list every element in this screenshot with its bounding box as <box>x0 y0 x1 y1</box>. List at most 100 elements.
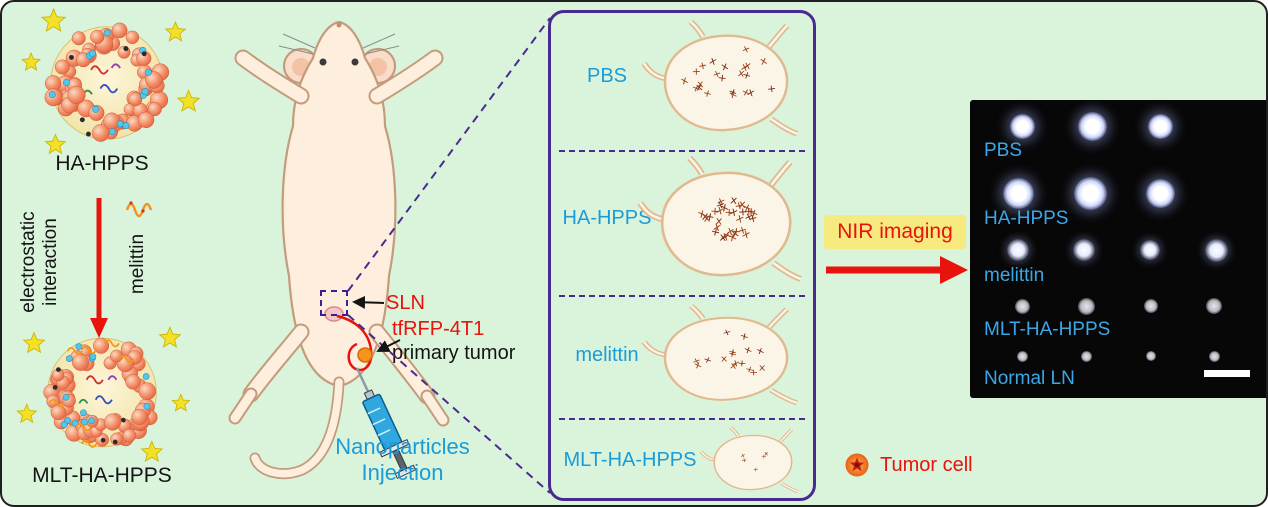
svg-text:+: + <box>697 59 709 72</box>
svg-text:x: x <box>695 81 703 93</box>
svg-text:+: + <box>721 327 734 339</box>
svg-text:x: x <box>740 451 746 459</box>
lymph-node-illustration: +x+x+x+x+x+x+x+x+x+x+x <box>641 19 799 137</box>
svg-text:x: x <box>679 74 690 87</box>
melittin-peptide-icon <box>125 201 153 218</box>
lymph-node-zoom-panel: PBS HA-HPPS melittin MLT-HA-HPPS +x+x+x+… <box>548 10 816 501</box>
svg-text:+: + <box>724 206 734 219</box>
svg-text:+: + <box>743 364 755 375</box>
svg-text:+: + <box>746 205 756 218</box>
svg-text:+: + <box>747 211 760 226</box>
ha-hpps-nanoparticle-illustration <box>20 7 201 155</box>
row-divider <box>559 418 805 420</box>
svg-text:x: x <box>746 86 756 99</box>
ln-blob <box>1002 177 1034 209</box>
svg-text:+: + <box>731 225 742 238</box>
svg-text:x: x <box>712 220 723 234</box>
svg-text:+: + <box>690 82 703 96</box>
svg-text:x: x <box>728 88 739 101</box>
scale-bar <box>1204 370 1250 377</box>
nir-imaging-tag: NIR imaging <box>824 215 966 249</box>
svg-text:x: x <box>743 60 752 72</box>
lymph-node-illustration: +x+x+x+x+x+x+x+x+x+x+x+x+x+x+x+x+x <box>637 155 802 282</box>
electrostatic-interaction-label: electrostatic interaction <box>18 182 66 342</box>
svg-text:x: x <box>714 203 726 217</box>
ln-blob <box>1144 299 1158 313</box>
svg-text:+: + <box>733 198 746 213</box>
ln-blob <box>1145 178 1175 208</box>
svg-text:+: + <box>726 347 738 358</box>
mlt-ha-hpps-nanoparticle-illustration <box>16 326 191 463</box>
ln-blob <box>1073 176 1107 210</box>
ln-row-label-mlt-ha-hpps: MLT-HA-HPPS <box>563 449 697 471</box>
svg-text:+: + <box>752 466 759 474</box>
svg-text:x: x <box>741 227 753 241</box>
ln-blob <box>1077 111 1107 141</box>
ln-blob <box>1016 350 1028 362</box>
svg-text:x: x <box>739 331 751 342</box>
svg-text:+: + <box>717 72 728 84</box>
ln-row-label-pbs: PBS <box>586 65 628 87</box>
svg-text:+: + <box>749 368 759 378</box>
svg-text:x: x <box>702 210 709 223</box>
svg-text:x: x <box>708 55 718 68</box>
cargo-molecules <box>78 375 118 405</box>
svg-text:x: x <box>719 231 727 244</box>
svg-text:+: + <box>743 205 754 218</box>
svg-text:x: x <box>730 358 741 369</box>
svg-text:x: x <box>720 354 727 364</box>
svg-text:+: + <box>704 210 716 224</box>
svg-text:x: x <box>740 61 750 74</box>
svg-text:x: x <box>704 212 711 225</box>
ha-hpps-label: HA-HPPS <box>55 152 149 175</box>
svg-text:+: + <box>761 453 767 460</box>
mouse-tail <box>249 376 345 479</box>
ln-blob <box>1009 113 1035 139</box>
ln-row-label-ha-hpps: HA-HPPS <box>562 207 652 229</box>
process-line2: interaction <box>39 218 61 306</box>
ln-blob <box>1208 350 1220 362</box>
svg-text:x: x <box>715 214 723 227</box>
svg-text:+: + <box>766 83 777 96</box>
sln-zoom-region-box <box>320 290 348 316</box>
svg-text:+: + <box>747 206 760 221</box>
svg-text:x: x <box>725 224 736 238</box>
svg-text:+: + <box>736 223 749 238</box>
ln-blob <box>1147 113 1173 139</box>
svg-text:x: x <box>720 229 730 243</box>
nir-label-ha-hpps: HA-HPPS <box>984 208 1069 229</box>
nir-image-panel: PBS HA-HPPS melittin MLT-HA-HPPS Normal … <box>970 100 1266 398</box>
svg-text:+: + <box>690 356 703 368</box>
nir-arrow-head <box>940 256 968 284</box>
ln-blob <box>1073 239 1095 261</box>
ln-blob <box>1206 298 1222 314</box>
svg-text:+: + <box>701 355 714 367</box>
svg-text:x: x <box>697 79 704 91</box>
nir-label-mlt-ha-hpps: MLT-HA-HPPS <box>984 319 1111 340</box>
svg-text:+: + <box>740 69 752 83</box>
row-divider <box>559 295 805 297</box>
ln-blob <box>1204 238 1228 262</box>
svg-text:+: + <box>710 205 720 218</box>
svg-text:+: + <box>738 205 748 218</box>
row-divider <box>559 150 805 152</box>
svg-text:x: x <box>730 194 739 207</box>
injection-line1: Nanoparticles <box>335 434 470 459</box>
svg-text:x: x <box>730 226 740 240</box>
tumor-cell-label: Tumor cell <box>880 454 973 476</box>
lipoprotein-spheres <box>44 22 170 142</box>
star-decorations <box>20 7 201 155</box>
svg-text:x: x <box>729 361 737 371</box>
process-line1: electrostatic <box>18 211 39 313</box>
svg-text:+: + <box>726 349 738 360</box>
nir-label-pbs: PBS <box>984 140 1023 161</box>
svg-text:x: x <box>764 450 769 458</box>
svg-text:+: + <box>692 66 701 78</box>
ln-blob <box>1014 298 1030 314</box>
lymph-node-illustration: +x+x+ <box>699 426 799 494</box>
ln-blob <box>1077 297 1095 315</box>
nir-label-melittin: melittin <box>984 265 1045 286</box>
svg-text:x: x <box>743 345 754 356</box>
svg-text:+: + <box>701 87 713 100</box>
